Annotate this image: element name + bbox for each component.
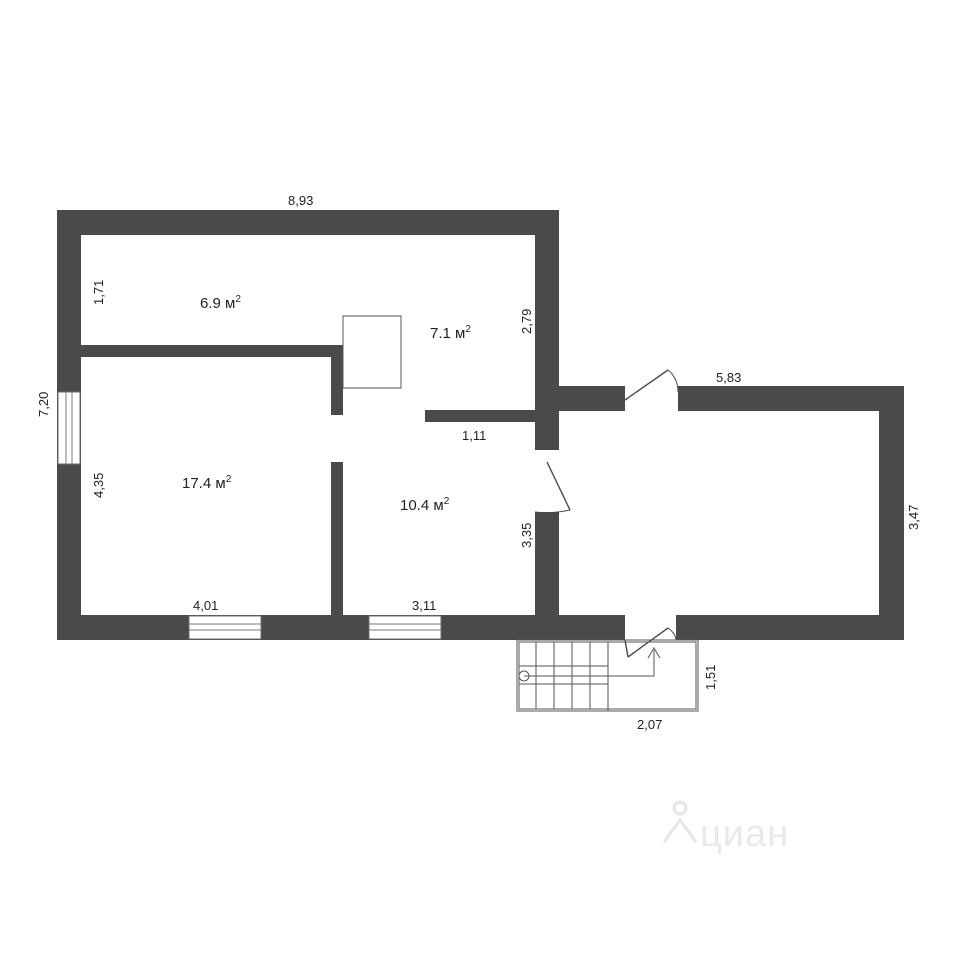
door-annex-top [624,369,679,401]
wall-right-upper [535,210,559,410]
annex-wall-right [879,386,904,640]
porch-stairs [516,639,699,712]
room-area-upper-right: 7.1 м2 [430,324,471,342]
dim-porch-width: 2,07 [637,717,662,732]
wall-bottom-left [57,615,625,640]
wall-top [57,210,559,235]
annex-wall-top-left [559,386,625,411]
wall-partition-lower [331,462,343,615]
walls [57,210,904,640]
door-hall-annex [534,461,571,514]
wall-partition-upper [331,345,343,415]
dim-annex-width: 5,83 [716,370,741,385]
entrance-arrow-icon [518,647,661,682]
dim-annex-height: 3,47 [906,505,921,530]
wall-short-partition [425,410,535,422]
window-left [57,391,81,465]
room-area-hall: 10.4 м2 [400,496,450,514]
dim-upper-right-height: 2,79 [519,309,534,334]
watermark: циан [662,800,789,855]
stove-block [342,315,402,389]
dim-porch-height: 1,51 [703,665,718,690]
dim-living-height: 4,35 [91,473,106,498]
dim-top-width: 8,93 [288,193,313,208]
annex-wall-bottom [676,615,904,640]
wall-upper-room-bottom [81,345,343,357]
dim-living-width: 4,01 [193,598,218,613]
room-area-living: 17.4 м2 [182,474,232,492]
watermark-logo-icon [662,800,698,843]
window-bottom-2 [368,615,442,640]
room-area-upper-left: 6.9 м2 [200,294,241,312]
watermark-text: циан [700,813,789,855]
wall-right-middle [535,410,559,450]
window-bottom-1 [188,615,262,640]
annex-wall-top-right [678,386,904,411]
dim-partition-length: 1,11 [462,428,486,443]
wall-right-lower [535,512,559,640]
dim-hall-width: 3,11 [412,598,436,613]
dim-upper-room-height: 1,71 [91,280,106,305]
dim-hall-height: 3,35 [519,523,534,548]
dim-left-height: 7,20 [36,392,51,417]
